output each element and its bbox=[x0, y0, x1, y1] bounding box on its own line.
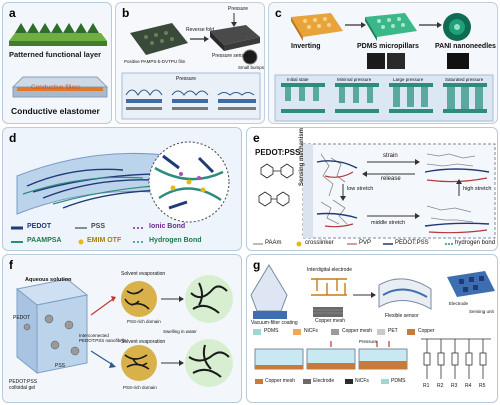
resistor-r2: R2 bbox=[437, 383, 444, 389]
legend2-copper-mesh: Copper mesh bbox=[265, 378, 296, 384]
high-stretch-label: high stretch bbox=[463, 186, 492, 192]
resistor-r4: R4 bbox=[465, 383, 472, 389]
inverting-label: Inverting bbox=[291, 43, 321, 50]
sensing-mechanism-illustration bbox=[253, 143, 496, 247]
legend-pedot: PEDOT bbox=[27, 223, 52, 230]
panel-f-label: f bbox=[9, 258, 13, 272]
panel-e: e bbox=[246, 127, 498, 251]
legend2-pdms: PDMS bbox=[391, 378, 406, 384]
panel-b-label: b bbox=[122, 6, 130, 20]
legend-copper-mesh: Copper mesh bbox=[342, 328, 373, 334]
pressure-top-label: Pressure bbox=[228, 6, 249, 12]
legend-ionic-bond: Ionic Bond bbox=[149, 223, 186, 230]
patterned-layer-illustration bbox=[9, 23, 109, 98]
solvent-evaporation-1-label: Solvent evaporation bbox=[121, 271, 166, 277]
panel-g-label: g bbox=[253, 258, 261, 272]
panel-f: f Aqu bbox=[2, 254, 242, 403]
pani-nanoneedles-label: PANI nanoneedles bbox=[435, 43, 496, 50]
copper-mesh-label: Copper mesh bbox=[315, 318, 346, 324]
legend-hydrogen-bond: Hydrogen Bond bbox=[149, 237, 202, 244]
interdigital-label: Interdigital electrode bbox=[307, 267, 353, 273]
conductive-elastomer-label: Conductive elastomer bbox=[11, 106, 100, 116]
panel-g: g bbox=[246, 254, 498, 403]
colloidal-gel-label: PEDOT:PSS colloidal gel bbox=[9, 379, 38, 391]
middle-stretch-label: middle stretch bbox=[371, 220, 406, 226]
pressure-sensor-illustration bbox=[121, 13, 261, 120]
legend-paam: PAAm bbox=[265, 240, 282, 246]
panel-a: a Patterned functional layer Conductive … bbox=[2, 2, 112, 124]
legend-pedotpss: PEDOT:PSS bbox=[395, 240, 429, 246]
pressure-mid-label: Pressure bbox=[176, 76, 197, 82]
pedot-label: PEDOT bbox=[13, 315, 31, 321]
panel-c: c bbox=[268, 2, 498, 124]
patterned-layer-label: Patterned functional layer bbox=[9, 50, 102, 59]
legend2-electrode: Electrode bbox=[313, 378, 335, 384]
large-pressure-label: Large pressure bbox=[393, 77, 424, 82]
initial-state-label: Initial state bbox=[287, 77, 309, 82]
legend-emim: EMIM OTF bbox=[87, 237, 122, 244]
positive-film-label: Positive PAMPS-b-DVTPU film bbox=[124, 59, 186, 64]
legend-hydrogen-bond: hydrogen bond bbox=[455, 240, 496, 246]
legend2-nicfs: NiCFs bbox=[355, 378, 369, 384]
pedotpss-title: PEDOT:PSS bbox=[255, 148, 301, 157]
reverse-fold-label: Reverse fold bbox=[186, 27, 215, 33]
pss-rich-1-label: PSS-rich domain bbox=[127, 319, 161, 324]
interconnected-label: Interconnected PEDOT:PSS nanofibrils bbox=[79, 333, 127, 343]
pss-label: PSS bbox=[55, 363, 66, 369]
array-electrode-label: Electrode bbox=[449, 301, 469, 306]
legend-pdms: PDMS bbox=[264, 328, 279, 334]
panel-e-label: e bbox=[253, 131, 260, 145]
pressure-sensor-label: Pressure sensor bbox=[212, 53, 249, 59]
resistor-r1: R1 bbox=[423, 383, 430, 389]
pss-rich-2-label: PSS-rich domain bbox=[123, 385, 157, 390]
flexible-sensor-label: Flexible sensor bbox=[385, 313, 419, 319]
strain-label: strain bbox=[383, 153, 398, 159]
pressure-label: Pressure bbox=[359, 339, 378, 344]
sensing-mechanism-label: Sensing mechanism bbox=[299, 127, 305, 186]
release-label: release bbox=[381, 176, 401, 182]
resistor-r3: R3 bbox=[451, 383, 458, 389]
legend-paampsa: PAAMPSA bbox=[27, 237, 62, 244]
low-stretch-label: low stretch bbox=[347, 186, 374, 192]
legend-nicfs: NiCFs bbox=[304, 328, 318, 334]
panel-d-label: d bbox=[9, 131, 17, 145]
micropillar-illustration bbox=[274, 13, 494, 122]
legend-copper: Copper bbox=[418, 328, 435, 334]
vacuum-filter-label: Vacuum-filter coating bbox=[251, 320, 298, 326]
array-sensing-unit-label: Sensing unit bbox=[469, 309, 494, 314]
swelling-label: Swelling in water bbox=[163, 329, 197, 334]
aqueous-solution-label: Aqueous solution bbox=[25, 277, 72, 283]
flexible-sensor-illustration bbox=[250, 264, 495, 384]
legend-pss: PSS bbox=[91, 223, 106, 230]
panel-c-label: c bbox=[275, 6, 282, 20]
minimal-pressure-label: Minimal pressure bbox=[337, 77, 372, 82]
pdms-micropillars-label: PDMS micropillars bbox=[357, 43, 419, 50]
legend-crosslinker: crosslinker bbox=[305, 240, 334, 246]
resistor-r5: R5 bbox=[479, 383, 486, 389]
legend-pvp: PVP bbox=[359, 240, 372, 246]
colloidal-gel-illustration bbox=[15, 275, 233, 387]
solvent-evaporation-2-label: Solvent evaporation bbox=[121, 339, 166, 345]
pedot-network-illustration bbox=[11, 141, 230, 245]
saturated-pressure-label: Saturated pressure bbox=[445, 77, 484, 82]
panel-d: d PEDOT PSS Ionic Bond PAAMPSA EMIM OTF … bbox=[2, 127, 242, 251]
small-bumps-label: Small bumps bbox=[238, 65, 265, 70]
conductive-fillers-label: Conductive fillers bbox=[31, 84, 81, 91]
legend-pet: PET bbox=[388, 328, 398, 334]
panel-a-label: a bbox=[9, 6, 16, 20]
panel-b: b Reverse fold Pressure Positive PAMPS-b bbox=[115, 2, 265, 124]
